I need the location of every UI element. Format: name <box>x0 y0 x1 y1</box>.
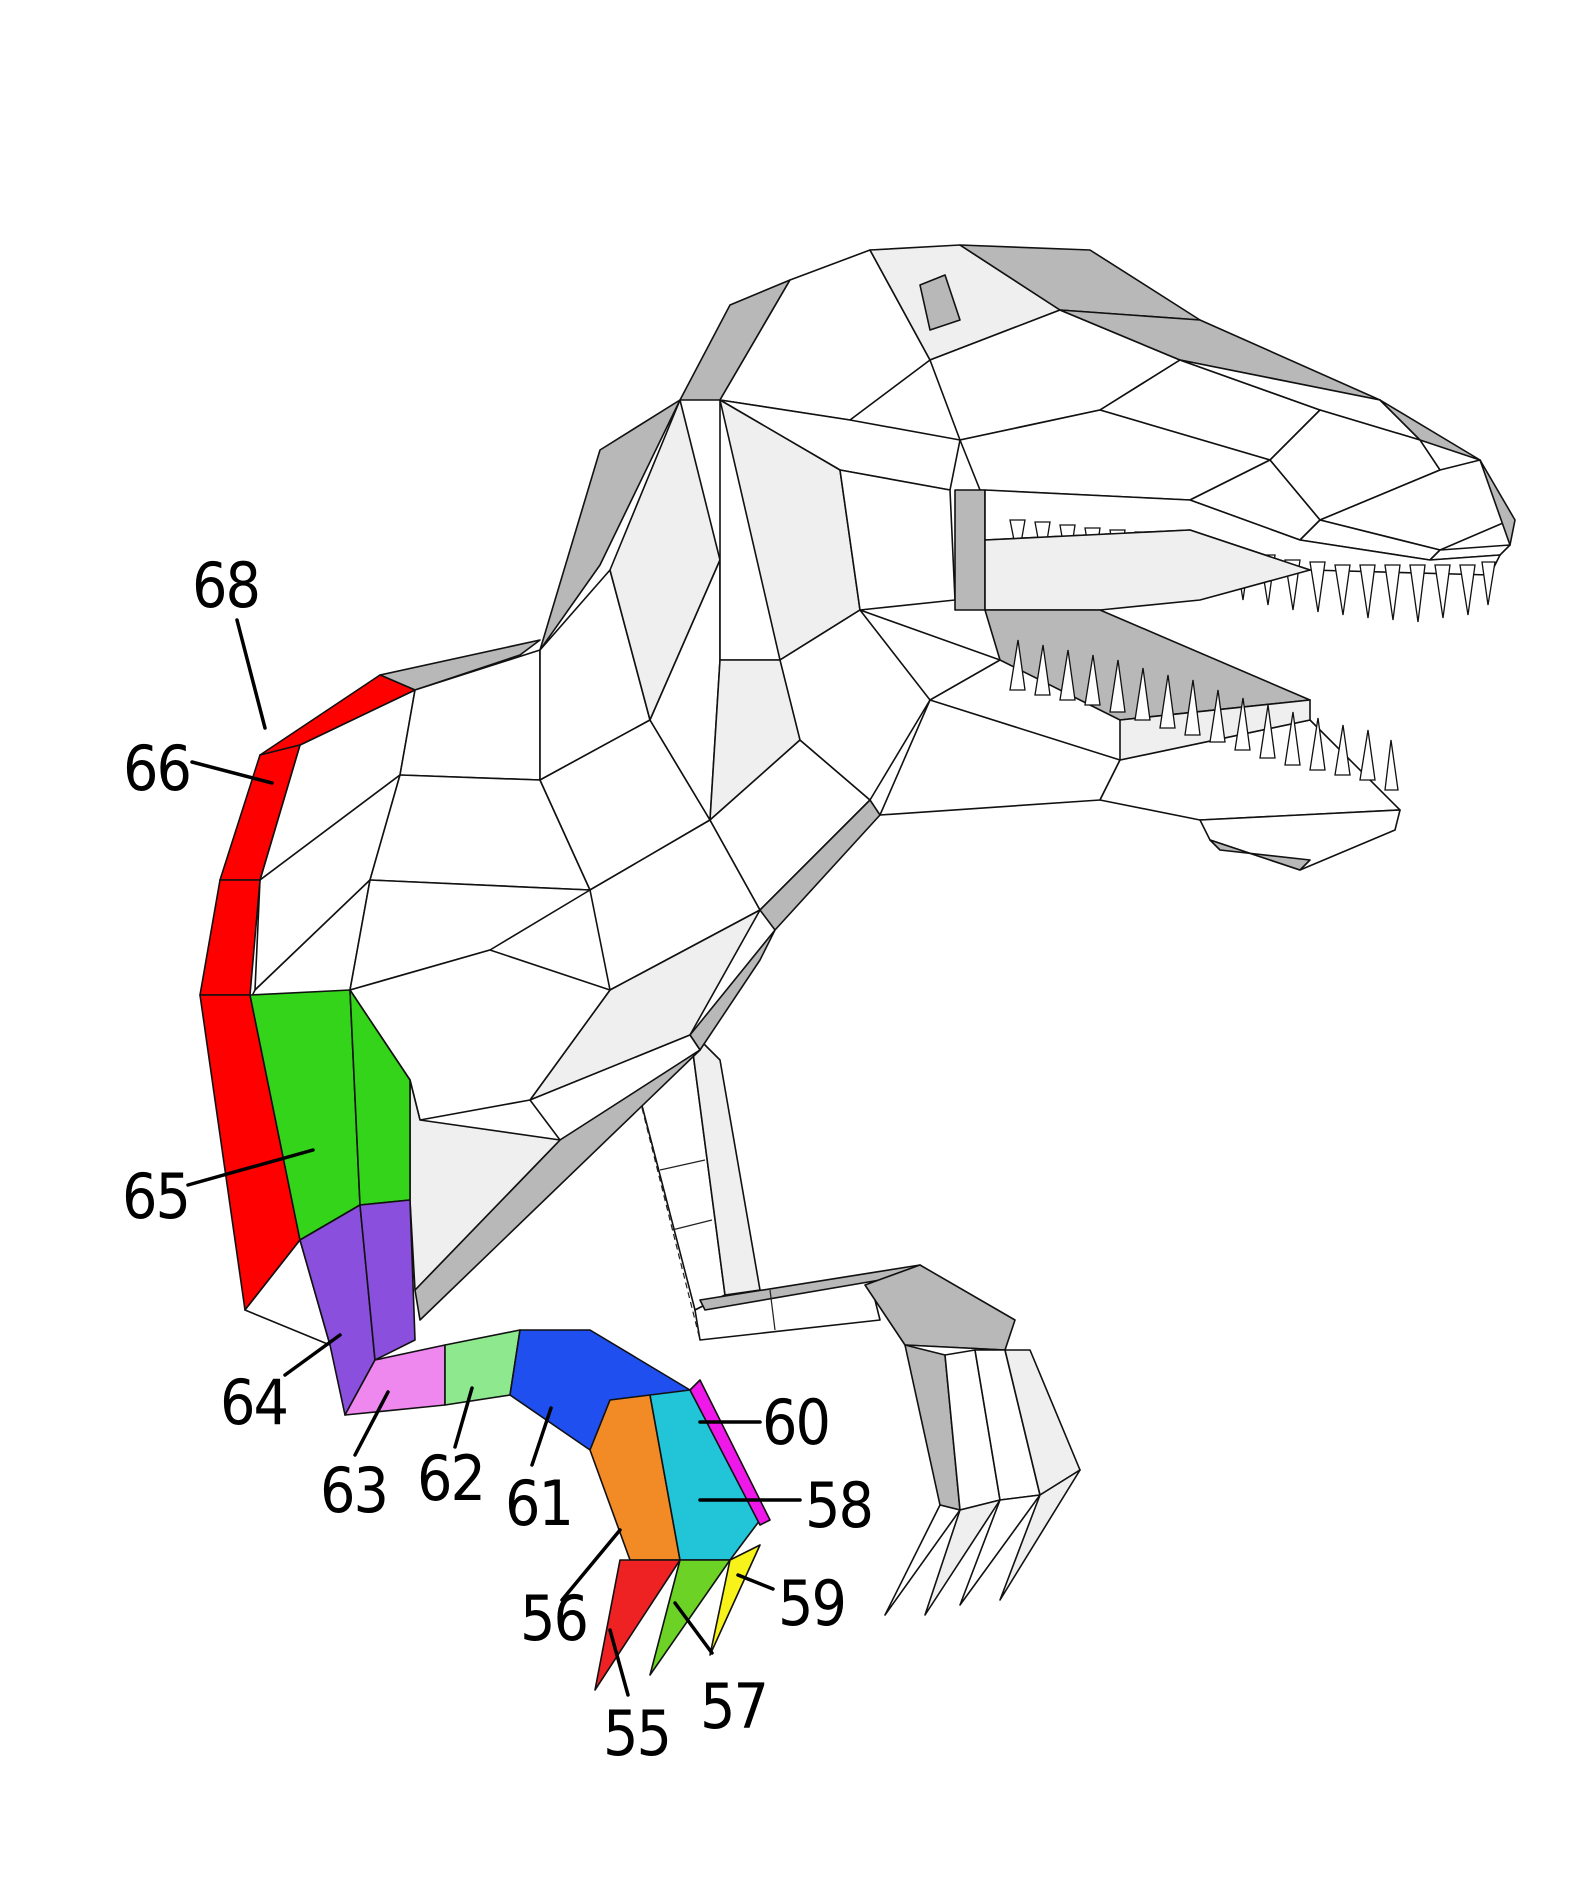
part-60 <box>689 1379 771 1526</box>
label-60: 60 <box>762 1386 829 1459</box>
part-57 <box>649 1559 731 1676</box>
part-59 <box>709 1544 761 1656</box>
part-66b <box>199 879 261 996</box>
leader-lines <box>186 618 802 1697</box>
label-65: 65 <box>122 1160 189 1233</box>
label-63: 63 <box>320 1454 387 1527</box>
part-58 <box>649 1389 761 1561</box>
label-59: 59 <box>778 1567 845 1640</box>
label-57: 57 <box>700 1670 767 1743</box>
part-62 <box>444 1329 521 1406</box>
label-58: 58 <box>805 1469 872 1542</box>
head <box>679 244 1516 871</box>
label-64: 64 <box>220 1366 287 1439</box>
back-arm <box>624 1029 1081 1616</box>
part-labels: 68 66 65 64 63 62 61 60 58 56 59 57 55 <box>122 549 874 1770</box>
lower-teeth <box>1009 639 1399 791</box>
label-68: 68 <box>192 549 259 622</box>
label-56: 56 <box>520 1582 587 1655</box>
label-66: 66 <box>123 732 190 805</box>
label-55: 55 <box>603 1697 670 1770</box>
label-62: 62 <box>417 1442 484 1515</box>
front-arm-parts <box>199 674 771 1691</box>
label-61: 61 <box>505 1467 572 1540</box>
